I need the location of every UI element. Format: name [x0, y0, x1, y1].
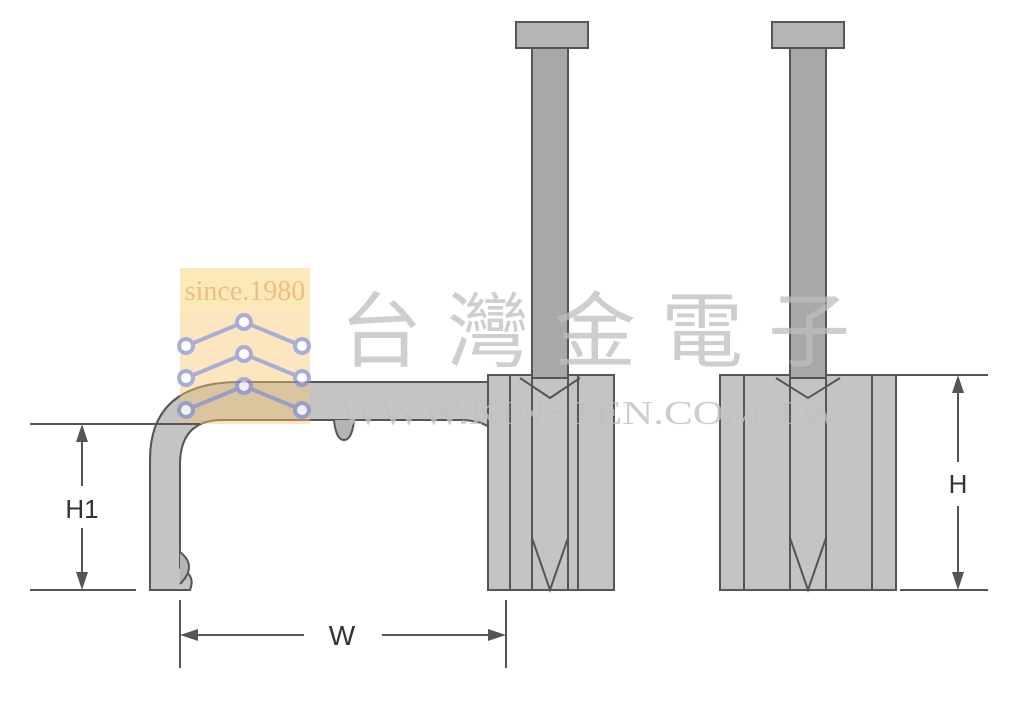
- dimension-h1: [30, 423, 200, 591]
- side-nail-chamfer: [775, 377, 841, 400]
- front-view: [149, 21, 615, 594]
- side-nail-head: [771, 21, 845, 49]
- side-nail-shank: [789, 378, 827, 590]
- nail-shaft: [531, 47, 569, 379]
- w-arrow-left: [180, 629, 198, 641]
- side-housing: [719, 374, 897, 591]
- nail-point: [531, 537, 569, 594]
- h-arrow-up: [952, 375, 964, 393]
- since-text: since.1980: [185, 276, 306, 307]
- nail-head: [515, 21, 589, 49]
- dimension-w: [179, 600, 507, 668]
- side-view: [719, 21, 897, 594]
- center-nub: [333, 419, 355, 442]
- nail-top-chamfer: [519, 377, 581, 400]
- nail-shank-in-housing: [531, 378, 569, 590]
- h1-arrow-down: [76, 572, 88, 590]
- logo-top-band: [180, 268, 310, 308]
- left-grip-bump: [179, 551, 190, 585]
- dimension-h: [880, 374, 988, 591]
- website-watermark: WWW.KINSTEN.COM.TW: [340, 395, 841, 432]
- h1-label: H1: [65, 494, 98, 524]
- w-arrow-right: [488, 629, 506, 641]
- watermark-logo: since.1980: [177, 268, 311, 424]
- h-label: H: [949, 469, 968, 499]
- logo-circuit-icon: [177, 313, 311, 419]
- side-nail-point: [789, 537, 827, 594]
- side-nail-shaft: [789, 47, 827, 379]
- company-name-watermark: 台灣金電子: [340, 285, 850, 380]
- w-label: W: [329, 620, 356, 651]
- h-arrow-down: [952, 572, 964, 590]
- h1-arrow-up: [76, 424, 88, 442]
